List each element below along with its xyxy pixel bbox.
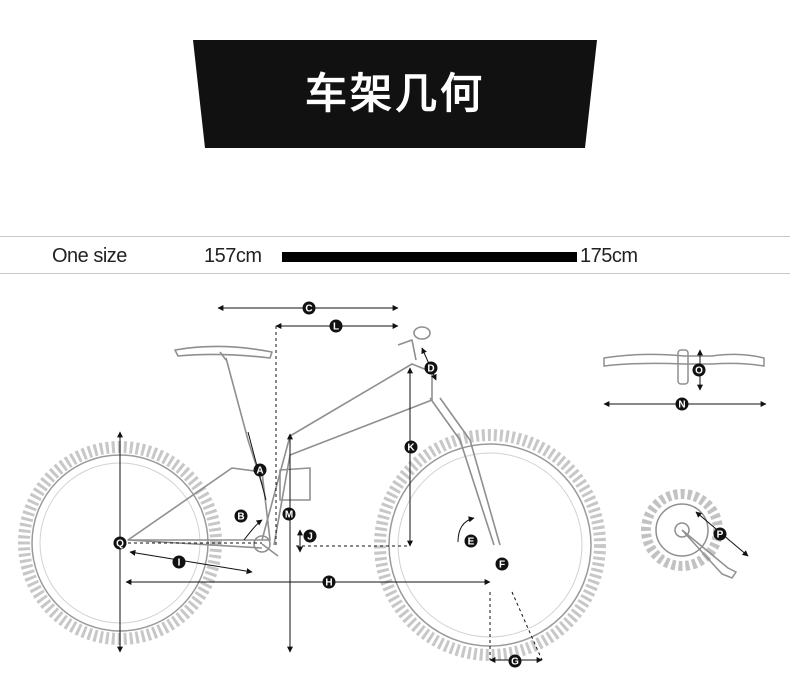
rider-height-min: 157cm	[204, 245, 262, 267]
geometry-diagram: A B C D E F G H I J K L M N O P Q	[18, 301, 767, 668]
size-row: One size 157cm 175cm	[0, 236, 790, 274]
banner-shape	[193, 40, 597, 148]
svg-text:A: A	[256, 466, 263, 477]
svg-text:I: I	[178, 558, 181, 569]
handlebar-detail	[603, 349, 767, 407]
svg-text:Q: Q	[116, 539, 124, 550]
marker-k: K	[404, 440, 418, 454]
svg-text:J: J	[307, 532, 313, 543]
marker-f: F	[495, 557, 509, 571]
marker-o: O	[692, 363, 706, 377]
svg-text:B: B	[237, 512, 244, 523]
crankset-detail	[641, 489, 749, 579]
marker-m: M	[282, 507, 296, 521]
svg-text:M: M	[285, 510, 293, 521]
svg-text:O: O	[695, 366, 703, 377]
header-banner: 车架几何	[0, 0, 790, 160]
bike-frame	[127, 326, 501, 557]
marker-i: I	[172, 555, 186, 569]
marker-h: H	[322, 575, 336, 589]
rider-height-max: 175cm	[580, 245, 638, 267]
marker-a: A	[253, 463, 267, 477]
page-title: 车架几何	[304, 69, 485, 118]
svg-text:D: D	[427, 364, 434, 375]
svg-text:L: L	[333, 322, 339, 333]
marker-c: C	[302, 301, 316, 315]
marker-b: B	[234, 509, 248, 523]
rider-height-range-bar	[282, 252, 577, 262]
svg-text:G: G	[511, 657, 519, 668]
svg-text:F: F	[499, 560, 505, 571]
svg-text:N: N	[678, 400, 685, 411]
size-label: One size	[52, 245, 127, 267]
marker-q: Q	[113, 536, 127, 550]
svg-text:P: P	[717, 530, 724, 541]
svg-text:H: H	[325, 578, 332, 589]
marker-j: J	[303, 529, 317, 543]
marker-l: L	[329, 319, 343, 333]
marker-g: G	[508, 654, 522, 668]
svg-text:K: K	[407, 443, 415, 454]
marker-d: D	[424, 361, 438, 375]
marker-n: N	[675, 397, 689, 411]
measurement-markers: A B C D E F G H I J K L M N O P Q	[113, 301, 727, 668]
marker-p: P	[713, 527, 727, 541]
svg-text:E: E	[468, 537, 475, 548]
marker-e: E	[464, 534, 478, 548]
dimension-lines	[117, 305, 543, 663]
svg-text:C: C	[305, 304, 312, 315]
